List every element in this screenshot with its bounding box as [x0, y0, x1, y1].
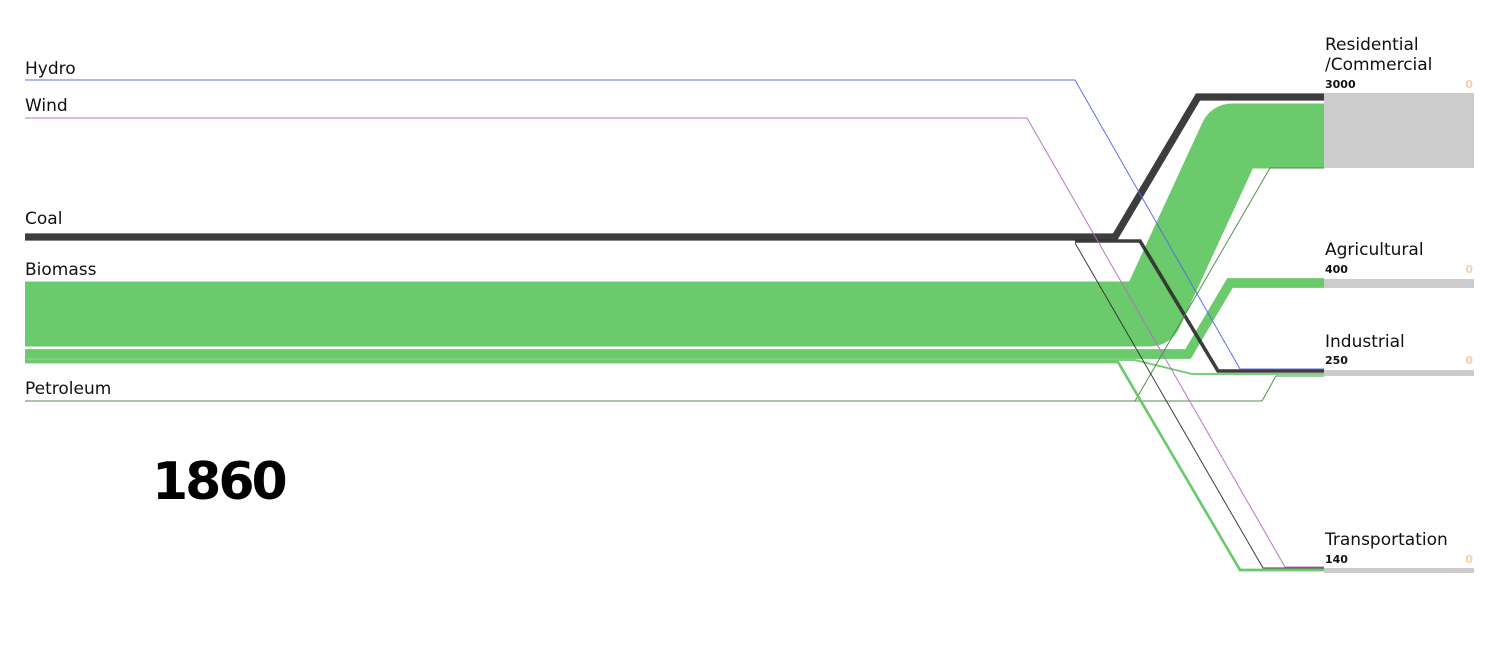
- target-label-industrial: Industrial: [1325, 332, 1405, 352]
- target-bar-transportation[interactable]: [1324, 568, 1474, 573]
- flow-biomass-agricultural[interactable]: [25, 278, 1324, 359]
- target-bar-industrial[interactable]: [1324, 370, 1474, 376]
- target-bar-residential[interactable]: [1324, 93, 1474, 168]
- flow-petroleum-residential[interactable]: [1134, 167, 1324, 402]
- target-label-line2-residential: /Commercial: [1325, 55, 1432, 75]
- target-secondary-transportation: 0: [1465, 553, 1473, 566]
- target-secondary-agricultural: 0: [1465, 263, 1473, 276]
- flow-coal-industrial[interactable]: [1075, 239, 1324, 373]
- source-label-hydro: Hydro: [25, 59, 76, 79]
- target-bar-agricultural[interactable]: [1324, 279, 1474, 288]
- target-value-residential: 3000: [1325, 78, 1356, 91]
- flow-hydro-industrial[interactable]: [25, 79, 1324, 370]
- flow-biomass-industrial[interactable]: [25, 359, 1324, 375]
- flow-petroleum-industrial[interactable]: [25, 375, 1324, 402]
- source-label-biomass: Biomass: [25, 260, 97, 280]
- target-label-residential: Residential: [1325, 35, 1419, 55]
- year-label: 1860: [152, 452, 288, 512]
- source-label-wind: Wind: [25, 96, 68, 116]
- flow-coal-residential[interactable]: [25, 93, 1324, 241]
- target-secondary-residential: 0: [1465, 78, 1473, 91]
- target-label-transportation: Transportation: [1324, 530, 1448, 550]
- source-label-petroleum: Petroleum: [25, 379, 111, 399]
- target-value-agricultural: 400: [1325, 263, 1348, 276]
- flow-coal-transportation[interactable]: [1074, 242, 1324, 569]
- source-label-coal: Coal: [25, 209, 62, 229]
- flow-biomass-transportation[interactable]: [25, 360, 1324, 572]
- target-label-agricultural: Agricultural: [1325, 240, 1424, 260]
- target-secondary-industrial: 0: [1465, 354, 1473, 367]
- target-value-industrial: 250: [1325, 354, 1348, 367]
- flow-biomass-residential[interactable]: [25, 103, 1324, 347]
- flow-wind-transportation[interactable]: [25, 117, 1324, 568]
- target-value-transportation: 140: [1325, 553, 1348, 566]
